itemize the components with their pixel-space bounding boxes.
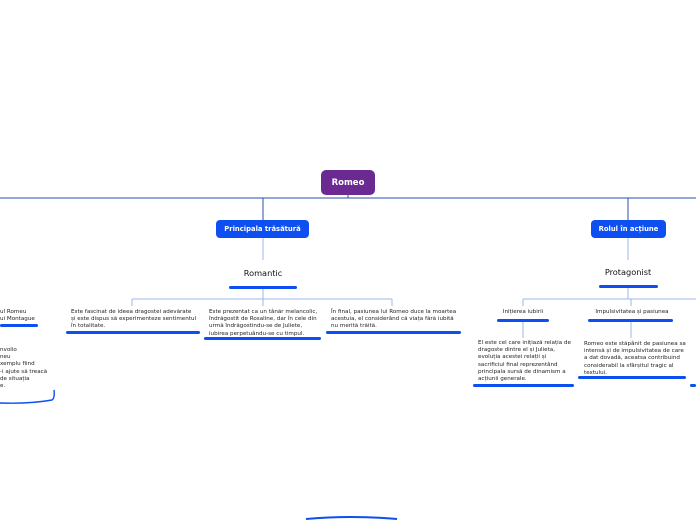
subtopic-underline [599, 285, 658, 288]
detail-fascinat[interactable]: Este fascinat de ideea dragostei adevăra… [71, 309, 197, 331]
topic-label: Impulsivitatea și pasiunea [595, 309, 669, 315]
topic-label: Inițierea iubirii [502, 309, 544, 315]
detail-text: El este cel care inițiază relația de dra… [478, 340, 571, 383]
detail-underline [204, 337, 321, 340]
left-desc-clipped[interactable]: nvolio neu xemplu fiind -i ajute să trea… [0, 347, 52, 390]
detail-underline [578, 376, 686, 379]
topic-underline [588, 319, 673, 322]
detail-melancolic[interactable]: Este prezentat ca un tânăr melancolic, î… [209, 309, 321, 338]
branch-label: Principala trăsătură [224, 225, 301, 233]
detail-text: În final, pasiunea lui Romeo duce la moa… [331, 309, 457, 330]
root-label: Romeo [331, 177, 365, 188]
branch-rolul-in-actiune[interactable]: Rolul în acțiune [591, 220, 666, 238]
topic-initierea-iubirii[interactable]: Inițierea iubirii [496, 309, 550, 316]
subtopic-label: Romantic [243, 268, 283, 278]
topic-underline [497, 319, 549, 322]
detail-text: Este prezentat ca un tânăr melancolic, î… [209, 309, 318, 337]
subtopic-romantic[interactable]: Romantic [222, 268, 304, 278]
branch-label: Rolul în acțiune [598, 225, 659, 233]
clipped-line: ui Montague [0, 316, 35, 323]
clipped-line: nvolio [0, 347, 17, 353]
clipped-line: ul Romeu [0, 309, 27, 315]
subtopic-label: Protagonist [604, 267, 652, 277]
detail-underline [66, 331, 200, 334]
offscreen-underline [690, 384, 696, 387]
clipped-line: neu [0, 354, 11, 361]
clipped-line: de situația [0, 375, 30, 382]
detail-underline [326, 331, 461, 334]
clipped-line: -i ajute să treacă [0, 368, 48, 375]
clipped-line: xemplu fiind [0, 361, 35, 368]
branch-principala-trasatura[interactable]: Principala trăsătură [216, 220, 309, 238]
left-leaf-clipped[interactable]: ul Romeu ui Montague [0, 309, 40, 323]
left-leaf-underline [0, 324, 38, 327]
detail-text: Este fascinat de ideea dragostei adevăra… [71, 309, 197, 330]
detail-final[interactable]: În final, pasiunea lui Romeo duce la moa… [331, 309, 459, 331]
detail-underline [473, 384, 574, 387]
subtopic-underline [229, 286, 297, 289]
clipped-line: e. [0, 383, 6, 390]
subtopic-protagonist[interactable]: Protagonist [590, 267, 666, 277]
detail-text: Romeo este stăpânit de pasiunea sa inten… [584, 341, 686, 376]
root-node[interactable]: Romeo [321, 170, 375, 195]
detail-initierea[interactable]: El este cel care inițiază relația de dra… [478, 340, 573, 383]
detail-impulsivitatea[interactable]: Romeo este stăpânit de pasiunea sa inten… [584, 341, 686, 377]
topic-impulsivitatea[interactable]: Impulsivitatea și pasiunea [590, 309, 674, 316]
